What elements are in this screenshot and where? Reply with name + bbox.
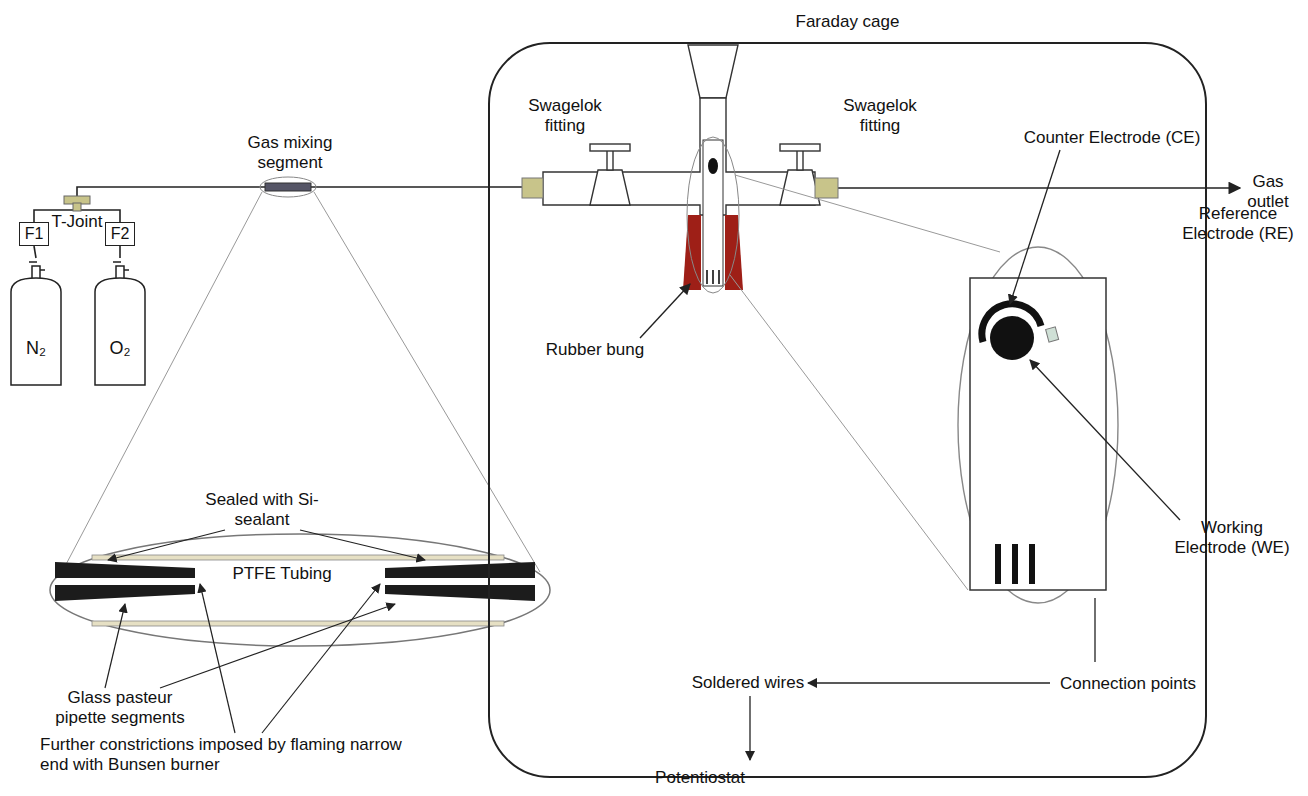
note: Further constrictions imposed by flaming… xyxy=(40,735,410,776)
cylinder-outline xyxy=(94,258,146,386)
cage-heading: Faraday cage xyxy=(490,12,1205,32)
gas-line xyxy=(119,246,121,258)
electrode-name: Reference Electrode (RE) xyxy=(1178,204,1298,245)
part-name: Swagelok fitting xyxy=(515,96,615,137)
part-name: Glass pasteur pipette segments xyxy=(40,688,200,729)
flow-meter: F1 xyxy=(19,222,49,246)
node-label: N₂ xyxy=(10,258,62,360)
electrode-name: Working Electrode (WE) xyxy=(1167,518,1297,559)
gas-cylinder: O₂ xyxy=(94,258,146,386)
part-name: Soldered wires xyxy=(688,673,808,693)
gas-cylinder: N₂ xyxy=(10,258,62,386)
node-label: O₂ xyxy=(94,258,146,360)
cylinder-outline xyxy=(10,258,62,386)
note: Sealed with Si-sealant xyxy=(187,490,337,531)
node-label: F1 xyxy=(25,224,44,243)
part-name: PTFE Tubing xyxy=(227,564,337,584)
part-name: Swagelok fitting xyxy=(830,96,930,137)
part-name: Gas mixing segment xyxy=(235,133,345,174)
electrode-name: Counter Electrode (CE) xyxy=(1002,128,1222,148)
gas-line xyxy=(34,246,36,258)
instrument-name: Potentiostat xyxy=(640,768,760,788)
node-label: F2 xyxy=(111,224,130,243)
part-name: Rubber bung xyxy=(535,340,655,360)
part-name: Connection points xyxy=(1053,674,1203,694)
faraday-cage: Faraday cage xyxy=(488,42,1207,778)
flow-meter: F2 xyxy=(105,222,135,246)
part-name: T-Joint xyxy=(42,212,112,232)
